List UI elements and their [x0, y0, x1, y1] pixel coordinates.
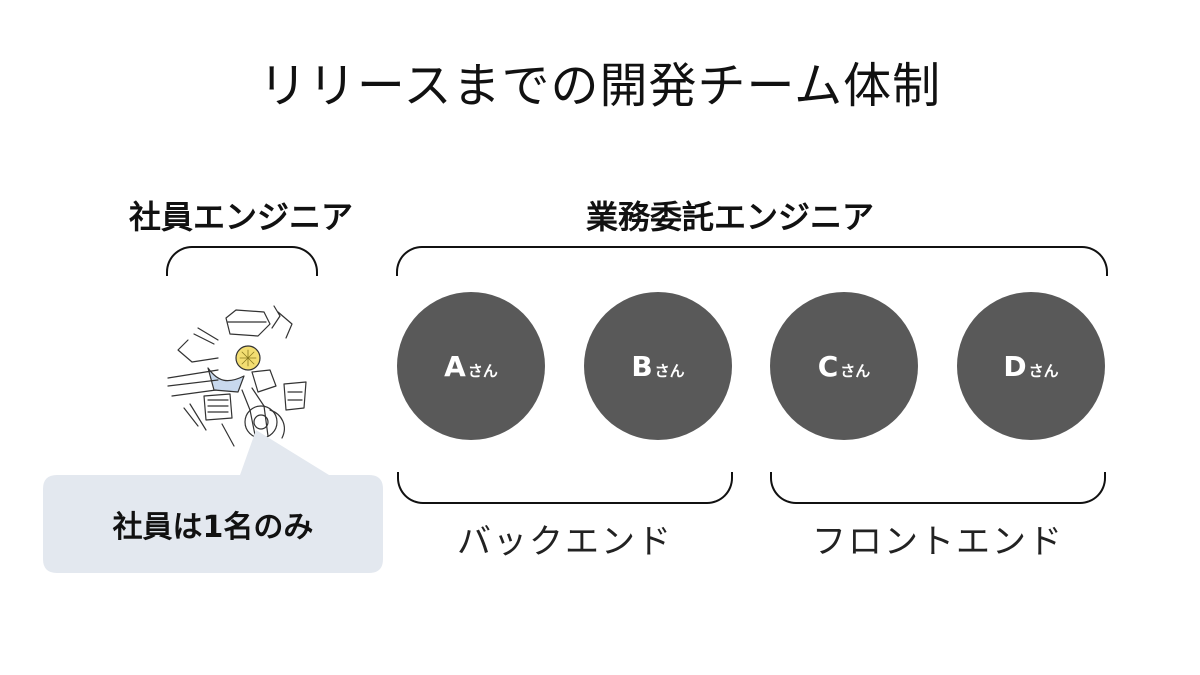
frontend-bracket: [770, 472, 1106, 504]
motorcycle-sketch-icon: [158, 300, 318, 450]
speech-bubble-shape: [43, 430, 383, 573]
member-a-letter: A: [444, 349, 466, 383]
speech-bubble-body: [43, 430, 383, 573]
contractor-bracket-top: [396, 246, 1108, 276]
backend-team-label: バックエンド: [457, 522, 673, 562]
speech-bubble: 社員は1名のみ: [43, 430, 383, 573]
member-b-letter: B: [631, 349, 653, 383]
member-d-suffix: さん: [1028, 361, 1059, 380]
page-title: リリースまでの開発チーム体制: [258, 58, 942, 114]
frontend-team-label: フロントエンド: [812, 522, 1064, 562]
backend-bracket: [397, 472, 733, 504]
member-b-suffix: さん: [654, 361, 685, 380]
employee-bracket-top: [166, 246, 318, 276]
employee-group-label: 社員エンジニア: [128, 198, 353, 236]
contractor-group-label: 業務委託エンジニア: [585, 198, 874, 236]
member-a-suffix: さん: [467, 361, 498, 380]
member-c-suffix: さん: [840, 361, 871, 380]
bubble-text: 社員は1名のみ: [112, 510, 314, 545]
member-c-letter: C: [817, 349, 839, 383]
member-d-letter: D: [1003, 349, 1027, 383]
